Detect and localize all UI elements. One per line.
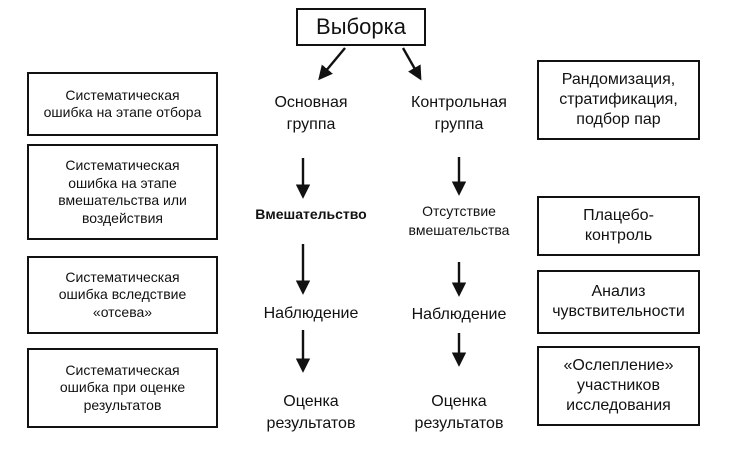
placebo-control-label: Плацебо- контроль [583,207,654,244]
evaluation-control-node: Оценка результатов [414,393,504,432]
intervention-node: Вмешательство [255,206,367,222]
attrition-bias-box: Систематическая ошибка вследствие «отсев… [27,256,218,334]
evaluation-bias-box: Систематическая ошибка при оценке резуль… [27,348,218,428]
arrow-to-main-group [318,47,346,81]
placebo-control-box: Плацебо- контроль [537,196,700,256]
observation-control-node: Наблюдение [411,306,507,323]
intervention-bias-box: Систематическая ошибка на этапе вмешател… [27,144,218,240]
evaluation-bias-label: Систематическая ошибка при оценке резуль… [59,361,186,413]
evaluation-main-node: Оценка результатов [266,393,356,432]
sample-title-box: Выборка [296,8,426,46]
blinding-label: «Ослепление» участников исследования [563,357,674,414]
intervention-bias-label: Систематическая ошибка на этапе вмешател… [58,157,187,226]
randomization-box: Рандомизация, стратификация, подбор пар [537,60,700,140]
blinding-box: «Ослепление» участников исследования [537,346,700,426]
observation-main-node: Наблюдение [263,305,359,322]
sensitivity-analysis-label: Анализ чувствительности [552,283,685,320]
selection-bias-label: Систематическая ошибка на этапе отбора [43,86,202,121]
randomization-label: Рандомизация, стратификация, подбор пар [559,71,678,128]
no-intervention-node: Отсутствие вмешательства [408,203,510,238]
selection-bias-box: Систематическая ошибка на этапе отбора [27,72,218,136]
attrition-bias-label: Систематическая ошибка вследствие «отсев… [58,268,187,320]
arrow-to-control-group [401,47,422,81]
sample-title: Выборка [316,14,406,40]
main-group-node: Основная группа [274,94,348,133]
sensitivity-analysis-box: Анализ чувствительности [537,270,700,334]
control-group-node: Контрольная группа [411,94,507,133]
